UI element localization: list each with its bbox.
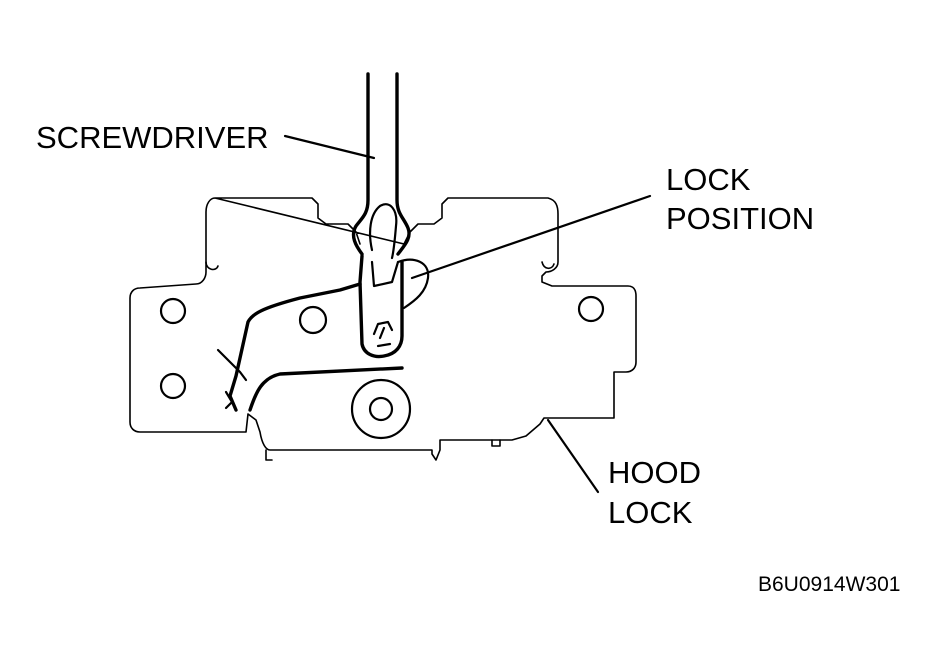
bolt-hole-right [577, 295, 605, 323]
slot-mark-3 [376, 342, 392, 348]
lock-position-label-line2: POSITION [666, 201, 814, 236]
screwdriver-tip [369, 203, 398, 260]
slot-mark-2 [378, 326, 386, 340]
bolt-hole-bottom-left [159, 372, 187, 400]
plate-outline [129, 197, 637, 461]
figure-code: B6U0914W301 [758, 573, 900, 596]
bolt-hole-top-left [159, 297, 187, 325]
screwdriver-left-edge [351, 72, 370, 256]
bolt-holes [159, 295, 605, 440]
screwdriver-right-edge [395, 72, 411, 256]
hood-lock-label-line1: HOOD [608, 455, 701, 490]
hood-lock-leader [546, 418, 600, 494]
latch-pivot-outer [350, 378, 412, 440]
plate-corner [265, 449, 273, 461]
latch-lever [216, 254, 430, 412]
hood-lock-plate [129, 197, 637, 461]
lever-lower [216, 348, 248, 382]
latch-pivot-inner [368, 396, 394, 422]
pivot-hole [298, 305, 328, 335]
screwdriver [351, 72, 411, 260]
plate-notch-left [205, 261, 219, 271]
screwdriver-label: SCREWDRIVER [36, 120, 269, 155]
screwdriver-leader [283, 134, 376, 160]
plate-notch-right [541, 261, 555, 270]
lock-position-clip [396, 258, 430, 310]
lock-position-leader [410, 194, 652, 280]
lever-hook [224, 390, 234, 410]
latch-hook [248, 366, 404, 412]
hood-lock-label-line2: LOCK [608, 495, 693, 530]
lock-slot-inner [370, 260, 400, 288]
lock-position-label-line1: LOCK [666, 162, 751, 197]
lock-slot [358, 254, 404, 359]
slot-mark-1 [372, 320, 394, 336]
plate-tab [491, 439, 501, 447]
lever-arm [228, 282, 362, 412]
